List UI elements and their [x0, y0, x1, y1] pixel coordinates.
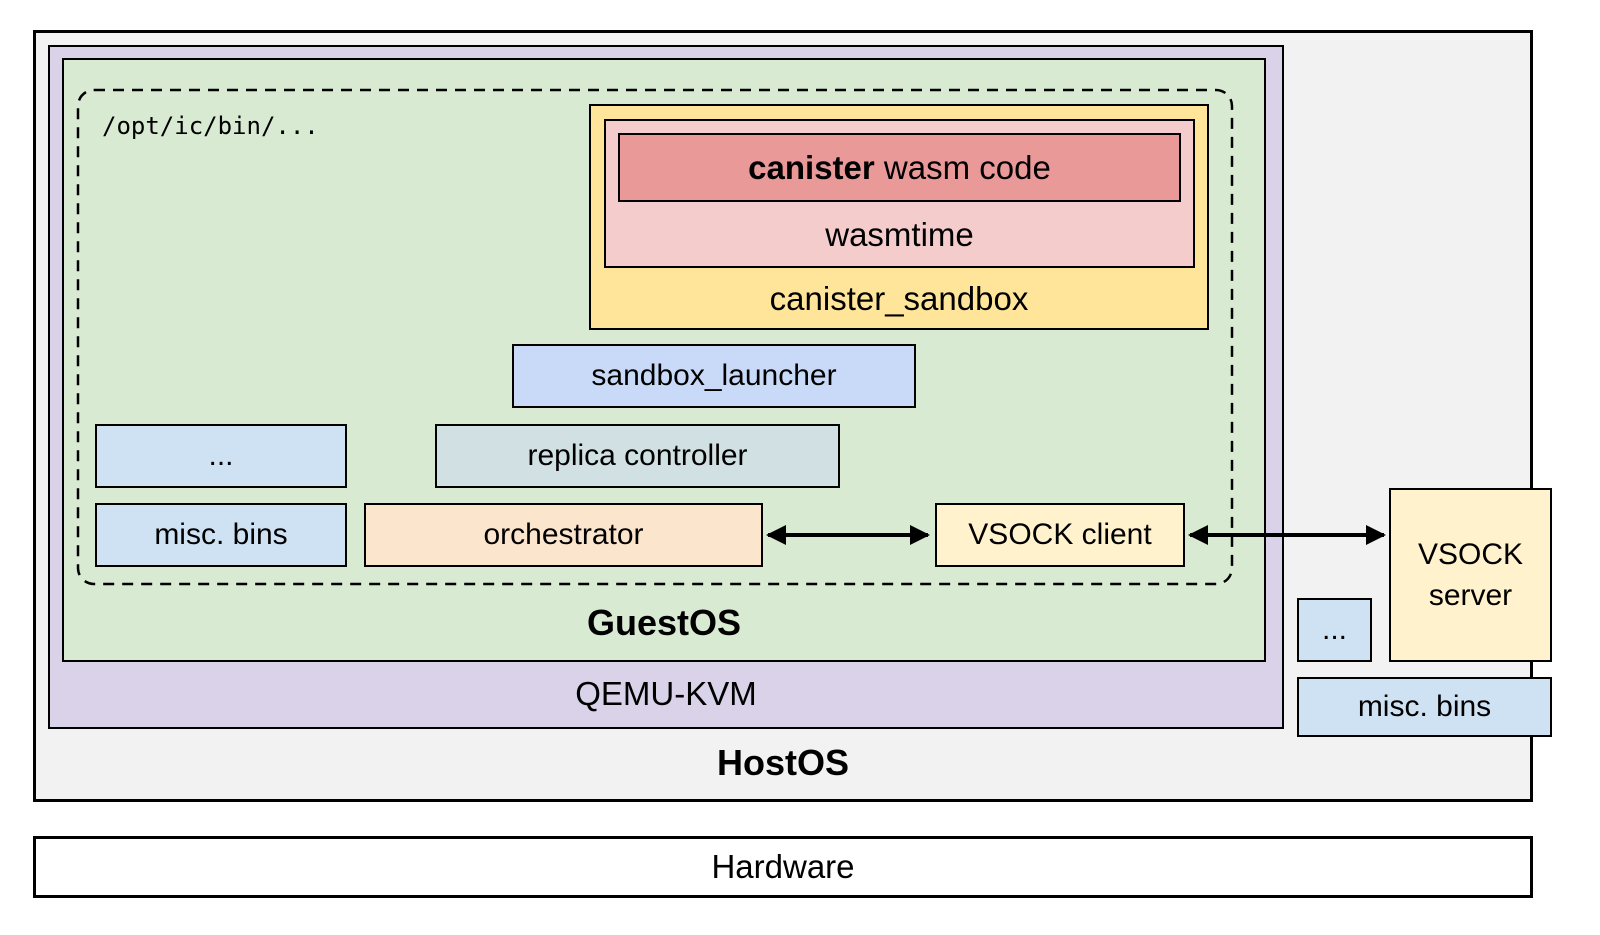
orchestrator-box: orchestrator [364, 503, 763, 567]
guest-misc-bins-box: misc. bins [95, 503, 347, 567]
hostos-label: HostOS [716, 742, 849, 783]
sandbox-launcher-box: sandbox_launcher [512, 344, 916, 408]
vsock-client-label: VSOCK client [968, 517, 1152, 551]
host-misc-bins-box: misc. bins [1297, 677, 1552, 737]
canister-wasm-code-box: canister wasm code [618, 133, 1181, 202]
guest-ellipsis-label: ... [208, 438, 234, 472]
host-ellipsis-box: ... [1297, 598, 1372, 662]
hardware-label: Hardware [711, 848, 855, 886]
orchestrator-label: orchestrator [483, 517, 644, 551]
canister-wasm-code-label-bold: canister [748, 148, 875, 186]
wasmtime-label: wasmtime [825, 216, 974, 253]
host-ellipsis-label: ... [1321, 612, 1347, 646]
canister-wasm-code-label: canister wasm code [748, 149, 1051, 187]
canister-sandbox-label: canister_sandbox [769, 280, 1029, 317]
vsock-client-box: VSOCK client [935, 503, 1185, 567]
guestos-label: GuestOS [586, 602, 742, 643]
replica-controller-label: replica controller [527, 438, 748, 472]
opt-ic-bin-path-label: /opt/ic/bin/... [102, 112, 319, 140]
host-misc-bins-label: misc. bins [1357, 689, 1492, 723]
replica-controller-box: replica controller [435, 424, 840, 488]
vsock-server-label: VSOCK server [1417, 537, 1524, 612]
guest-ellipsis-box: ... [95, 424, 347, 488]
hardware-layer-box: Hardware [33, 836, 1533, 898]
guest-misc-bins-label: misc. bins [154, 517, 288, 551]
qemu-kvm-label: QEMU-KVM [575, 675, 757, 712]
sandbox-launcher-label: sandbox_launcher [591, 358, 837, 392]
canister-wasm-code-label-rest: wasm code [874, 148, 1051, 186]
vsock-server-box: VSOCK server [1389, 488, 1552, 662]
